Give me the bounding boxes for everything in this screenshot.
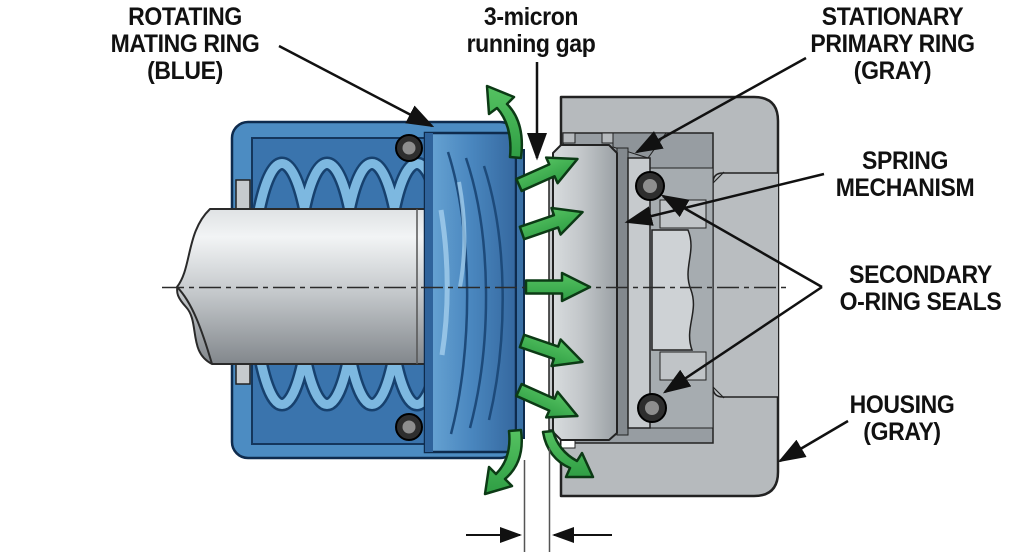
- leader-rotating-mating-ring: [278, 44, 435, 128]
- spring-coils: [252, 156, 425, 412]
- label-line: HOUSING: [849, 391, 955, 419]
- gap-dimension: [466, 448, 612, 552]
- label-secondary-o-ring-seals: SECONDARY O-RING SEALS: [835, 262, 1005, 316]
- leader-stationary-primary-ring: [634, 56, 807, 154]
- label-line: 3-micron: [483, 3, 579, 31]
- label-line: STATIONARY: [821, 3, 964, 31]
- housing-bore: [712, 172, 778, 398]
- label-stationary-primary-ring: STATIONARY PRIMARY RING (GRAY): [807, 4, 977, 85]
- leader-lines: [278, 44, 849, 463]
- mating-ring-o-ring-bottom: [395, 413, 423, 441]
- label-line: SECONDARY: [849, 261, 992, 289]
- label-spring-mechanism: SPRING MECHANISM: [822, 148, 988, 202]
- label-line: (GRAY): [863, 418, 941, 446]
- flow-arrows: [483, 84, 595, 496]
- label-housing: HOUSING (GRAY): [819, 392, 985, 446]
- rotating-mating-ring: [423, 131, 525, 454]
- label-line: running gap: [466, 30, 596, 58]
- label-line: ROTATING: [128, 3, 242, 31]
- spring-shadow-band: [616, 147, 629, 436]
- shaft-break-line: [176, 286, 213, 365]
- mating-ring-o-ring-top: [395, 134, 423, 162]
- secondary-o-ring-bottom: [637, 393, 667, 423]
- drive-lug-top: [235, 179, 251, 213]
- secondary-o-ring-top: [635, 171, 665, 201]
- spring-sleeve: [651, 229, 695, 351]
- label-line: (GRAY): [853, 57, 932, 85]
- spring-mechanism-parts: [616, 147, 714, 436]
- shaft: [176, 208, 429, 365]
- label-line: MATING RING: [110, 30, 260, 58]
- leader-secondary-o-ring-bottom: [662, 285, 823, 394]
- flow-arrow-curl-bottom-left: [483, 428, 523, 496]
- label-line: O-RING SEALS: [839, 288, 1002, 316]
- label-line: MECHANISM: [835, 174, 975, 202]
- label-rotating-mating-ring: ROTATING MATING RING (BLUE): [98, 4, 273, 85]
- leader-spring-mechanism: [624, 172, 825, 226]
- label-running-gap: 3-micron running gap: [452, 4, 610, 58]
- label-line: PRIMARY RING: [810, 30, 975, 58]
- label-line: (BLUE): [147, 57, 223, 85]
- flow-arrow-curl-top: [485, 84, 524, 160]
- leader-secondary-o-ring-top: [660, 194, 823, 289]
- leader-housing: [777, 419, 849, 463]
- label-line: SPRING: [862, 147, 948, 175]
